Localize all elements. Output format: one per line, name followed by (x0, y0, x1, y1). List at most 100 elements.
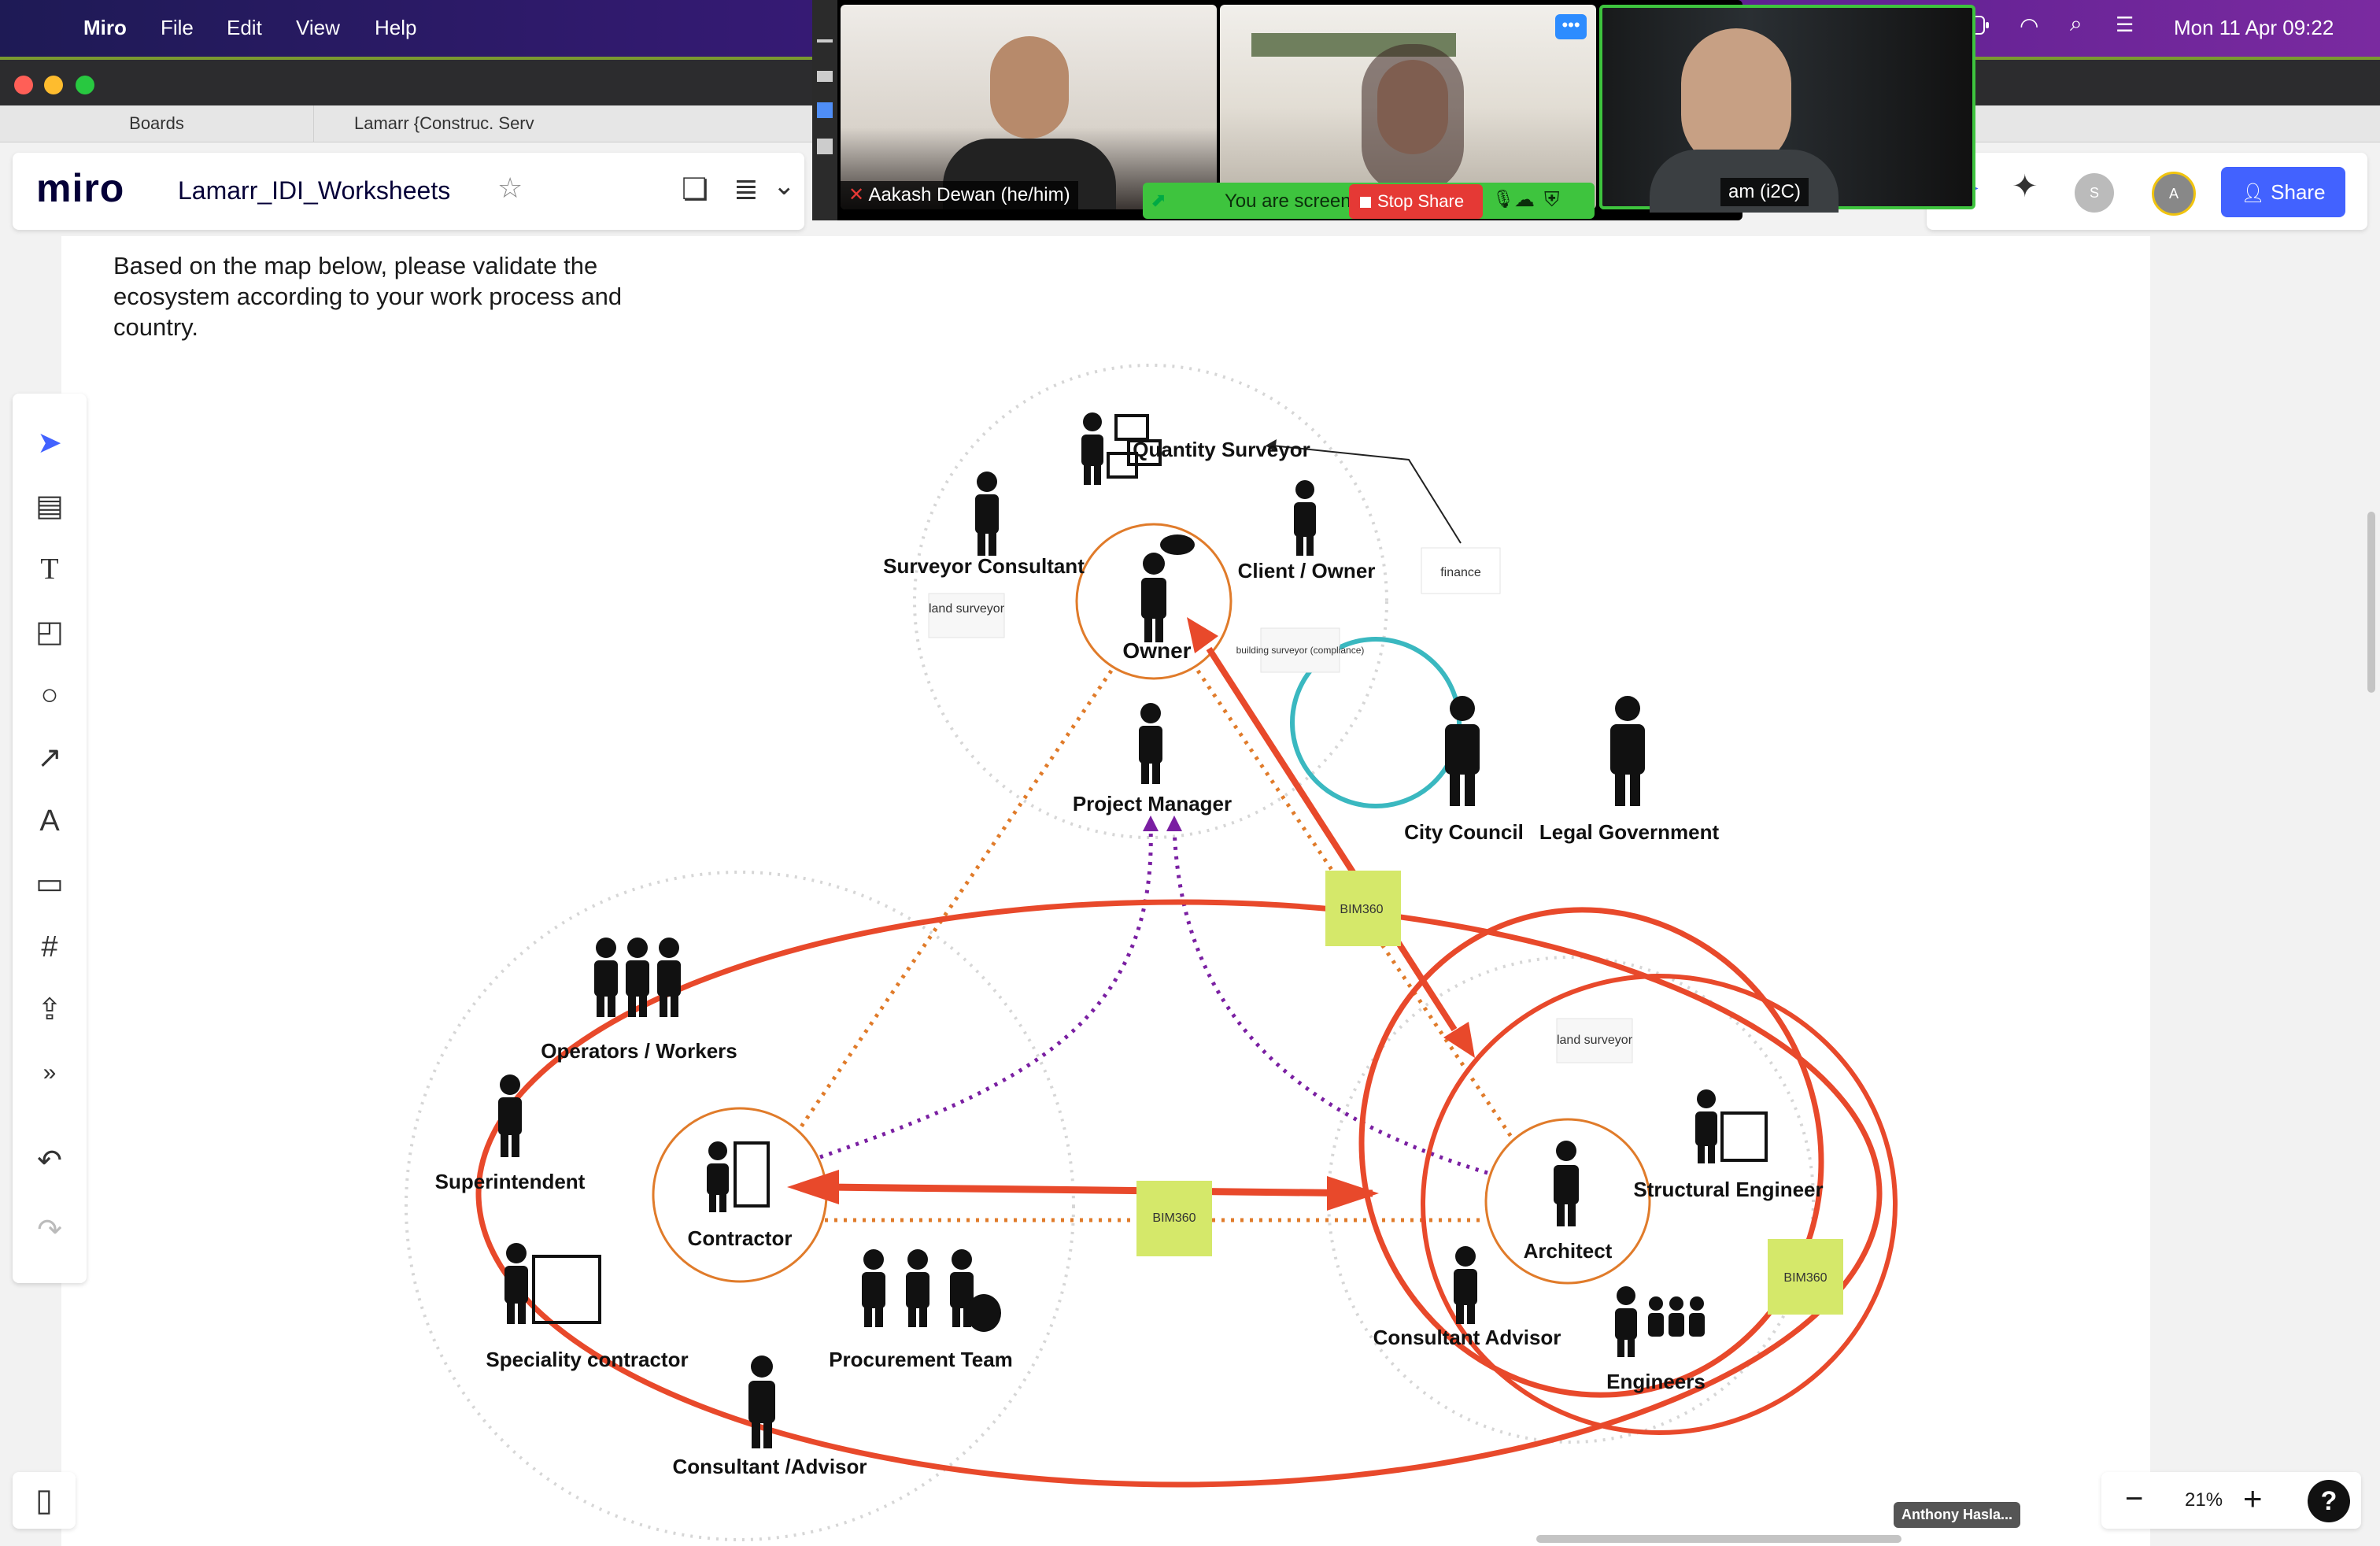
ecosystem-map: BIM360 BIM360 BIM360 finance land survey… (405, 364, 1898, 1541)
video-tile-aakash[interactable]: ✕ Aakash Dewan (he/him) (841, 5, 1217, 209)
city-council-icon (1445, 696, 1480, 806)
miro-logo[interactable]: miro (36, 166, 125, 210)
finance-arrowhead (1266, 439, 1277, 452)
cloud-record-icon[interactable]: ☁ (1514, 187, 1535, 211)
undo-icon[interactable]: ↶ (37, 1145, 62, 1178)
pen-tool-icon[interactable]: A (39, 804, 60, 838)
redo-icon[interactable]: ↷ (37, 1214, 62, 1247)
zoom-meeting-overlay: ✕ Aakash Dewan (he/him) ••• am (i2C) ⬈ Y… (812, 0, 1975, 220)
vertical-scrollbar[interactable] (2367, 512, 2375, 693)
connector-tool-icon[interactable]: ↗ (37, 742, 62, 775)
control-center-icon[interactable]: ☰ (2116, 13, 2134, 36)
avatar[interactable]: S (2075, 173, 2114, 213)
label-project-manager: Project Manager (1073, 792, 1232, 816)
close-window-button[interactable] (14, 76, 33, 94)
label-contractor: Contractor (688, 1226, 793, 1250)
zoom-in-button[interactable]: + (2243, 1480, 2263, 1517)
label-consultant-advisor-right: Consultant Advisor (1373, 1326, 1561, 1349)
legal-government-icon (1610, 696, 1645, 806)
menu-view[interactable]: View (296, 16, 340, 39)
more-options-icon[interactable]: ••• (1555, 14, 1587, 39)
minimize-icon[interactable] (817, 39, 833, 43)
horizontal-scrollbar[interactable] (1536, 1535, 1901, 1543)
app-menu[interactable]: Miro (83, 16, 127, 39)
mic-icon[interactable]: 🎙︎ (1492, 189, 1514, 209)
grid-view-icon[interactable] (817, 139, 833, 154)
text-tool-icon[interactable]: T (40, 553, 59, 586)
label-quantity-surveyor: Quantity Surveyor (1133, 438, 1310, 461)
menu-file[interactable]: File (161, 16, 194, 39)
zoom-layout-bar (812, 0, 837, 220)
speaker-view-icon[interactable] (817, 71, 833, 82)
board-title[interactable]: Lamarr_IDI_Worksheets (178, 176, 451, 205)
board-canvas[interactable]: BIM360 BIM360 BIM360 finance land survey… (61, 236, 2150, 1546)
bim360-sticky-middle: BIM360 (1136, 1181, 1212, 1256)
red-arrowhead-right (1327, 1176, 1379, 1211)
tab-lamarr[interactable]: Lamarr {Construc. Serv (354, 113, 534, 133)
templates-icon[interactable]: ▤ (35, 490, 64, 523)
contractor-role-circle (652, 1107, 828, 1283)
engineers-icon (1615, 1286, 1705, 1357)
panel-toggle-icon[interactable]: ▯ (13, 1472, 76, 1529)
red-annotation-ellipse-engineers (1421, 974, 1898, 1435)
land-surveyor-card-top: land surveyor (928, 593, 1005, 638)
wifi-icon[interactable]: ◠ (2020, 13, 2039, 38)
minimize-window-button[interactable] (44, 76, 63, 94)
stop-share-label: Stop Share (1377, 191, 1465, 211)
compliance-circle (1290, 637, 1462, 808)
red-arrow-contractor-architect (826, 1183, 1373, 1197)
owner-group-circle (913, 364, 1388, 839)
user-icon: 👤︎ (2241, 183, 2265, 204)
board-instruction-text[interactable]: Based on the map below, please validate … (113, 252, 623, 341)
video-tile-participant-2[interactable]: ••• (1220, 5, 1596, 209)
notes-icon[interactable]: ≣ (734, 173, 759, 206)
comment-icon[interactable]: ❏ (682, 173, 709, 206)
strip-view-icon[interactable] (817, 102, 833, 118)
label-consultant-advisor-left: Consultant /Advisor (672, 1455, 867, 1478)
shape-tool-icon[interactable]: ○ (40, 679, 59, 712)
label-surveyor-consultant: Surveyor Consultant (883, 554, 1085, 578)
reactions-icon[interactable]: ✦ (2012, 169, 2038, 204)
upload-icon[interactable]: ⇪ (37, 993, 62, 1026)
menu-help[interactable]: Help (375, 16, 417, 39)
miro-board-header: miro Lamarr_IDI_Worksheets ☆ ❏ ≣ ⌄ (13, 153, 804, 230)
help-button[interactable]: ? (2308, 1480, 2350, 1522)
participant-face (990, 36, 1069, 139)
zoom-level[interactable]: 21% (2185, 1489, 2223, 1511)
label-client-owner: Client / Owner (1238, 559, 1376, 583)
sticky-note-icon[interactable]: ◰ (35, 616, 64, 649)
pm-arrowhead-right (1166, 816, 1182, 831)
select-tool-icon[interactable]: ➤ (37, 427, 62, 460)
star-icon[interactable]: ☆ (497, 172, 523, 204)
stop-icon (1360, 197, 1371, 209)
comment-tool-icon[interactable]: ▭ (35, 867, 64, 901)
search-icon[interactable]: ⌕ (2070, 11, 2082, 35)
owner-contractor-link (794, 669, 1114, 1135)
pin-icon[interactable]: ⬈ (1151, 190, 1167, 211)
label-legal-government: Legal Government (1539, 820, 1720, 844)
tab-boards[interactable]: Boards (0, 105, 314, 142)
clock[interactable]: Mon 11 Apr 09:22 (2174, 16, 2334, 39)
menu-edit[interactable]: Edit (227, 16, 262, 39)
zoom-out-button[interactable]: − (2125, 1481, 2144, 1516)
stop-share-button[interactable]: Stop Share (1349, 184, 1483, 219)
building-surveyor-card-label: building surveyor (compliance) (1236, 645, 1365, 656)
zoom-window-button[interactable] (76, 76, 94, 94)
more-tools-icon[interactable]: » (42, 1060, 57, 1086)
share-button[interactable]: 👤︎ Share (2221, 167, 2345, 217)
speciality-contractor-icon (504, 1243, 601, 1324)
frame-tool-icon[interactable]: # (41, 930, 58, 963)
consultant-advisor-left-icon (748, 1356, 775, 1448)
red-arrowhead-left (787, 1170, 839, 1204)
red-arrowhead-down (1443, 1022, 1475, 1058)
label-procurement-team: Procurement Team (829, 1348, 1013, 1371)
bim360-sticky-right-label: BIM360 (1783, 1271, 1827, 1285)
avatar-active[interactable]: A (2152, 172, 2196, 216)
shield-icon[interactable]: ⛨ (1544, 187, 1560, 211)
miro-collab-toolbar: ➤ ✦ S A 👤︎ Share (1927, 153, 2367, 230)
active-speaker-tile[interactable]: am (i2C) (1599, 5, 1975, 213)
role-icons (498, 412, 1768, 1448)
contractor-icon (707, 1141, 770, 1212)
miro-left-toolbar: ➤ ▤ T ◰ ○ ↗ A ▭ # ⇪ » ↶ ↷ (13, 394, 87, 1283)
chevron-down-icon[interactable]: ⌄ (773, 171, 796, 201)
